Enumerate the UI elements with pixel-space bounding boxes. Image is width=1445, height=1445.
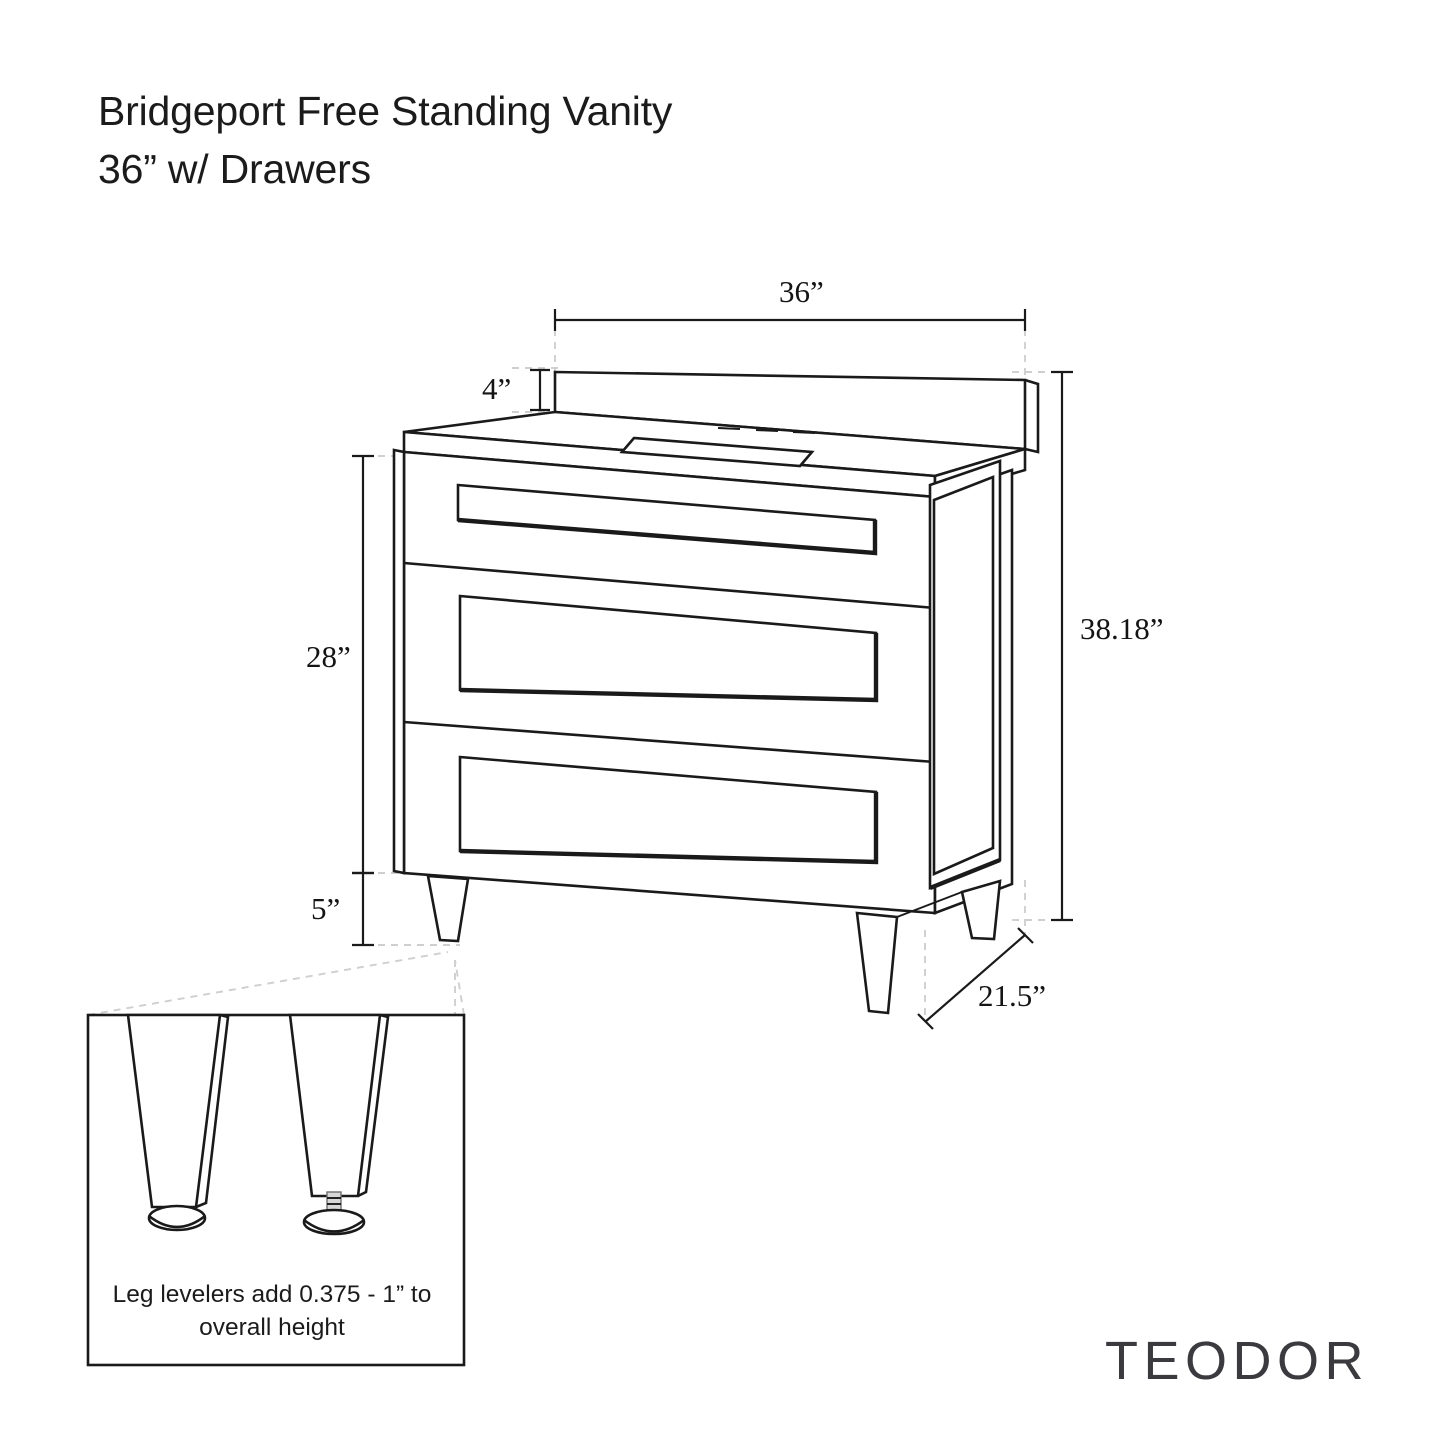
countertop — [402, 410, 1027, 499]
dimension-label-cabinet-height: 28” — [306, 639, 351, 674]
guide-lines — [87, 316, 1062, 1022]
leg-back-right — [960, 879, 1002, 941]
dimension-label-depth: 21.5” — [978, 978, 1047, 1013]
drawer-2[interactable] — [458, 594, 879, 703]
side-panel-inset — [928, 459, 1002, 891]
detail-leg-left — [126, 1013, 230, 1232]
backsplash — [553, 370, 1040, 454]
sink-basin — [619, 436, 815, 468]
leg-front-right — [855, 911, 899, 1015]
leg-leveler-caption-line-2: overall height — [199, 1314, 345, 1342]
faucet-holes — [717, 427, 816, 434]
dimension-label-width: 36” — [779, 274, 824, 309]
title-line-1: Bridgeport Free Standing Vanity — [98, 88, 673, 134]
leg-leveler-caption: Leg levelers add 0.375 - 1” to overall h… — [96, 1278, 448, 1344]
leg-leveler-caption-line-1: Leg levelers add 0.375 - 1” to — [112, 1281, 432, 1308]
drawer-3[interactable] — [458, 755, 879, 865]
leg-front-left — [426, 874, 470, 943]
drawer-fronts — [403, 483, 936, 865]
legs — [426, 874, 1002, 1015]
brand-logo: TEODOR — [1105, 1331, 1370, 1391]
drawer-1[interactable] — [456, 483, 878, 556]
cabinet-body — [392, 448, 1014, 915]
title-line-2: 36” w/ Drawers — [98, 146, 371, 193]
page-title: Bridgeport Free Standing Vanity 36” w/ D… — [98, 82, 858, 198]
detail-leg-right — [288, 1013, 390, 1236]
dimension-label-backsplash-height: 4” — [482, 371, 512, 406]
dimension-lines — [352, 309, 1073, 1030]
dimension-label-overall-height: 38.18” — [1080, 611, 1164, 646]
dimension-label-leg-height: 5” — [311, 891, 341, 926]
